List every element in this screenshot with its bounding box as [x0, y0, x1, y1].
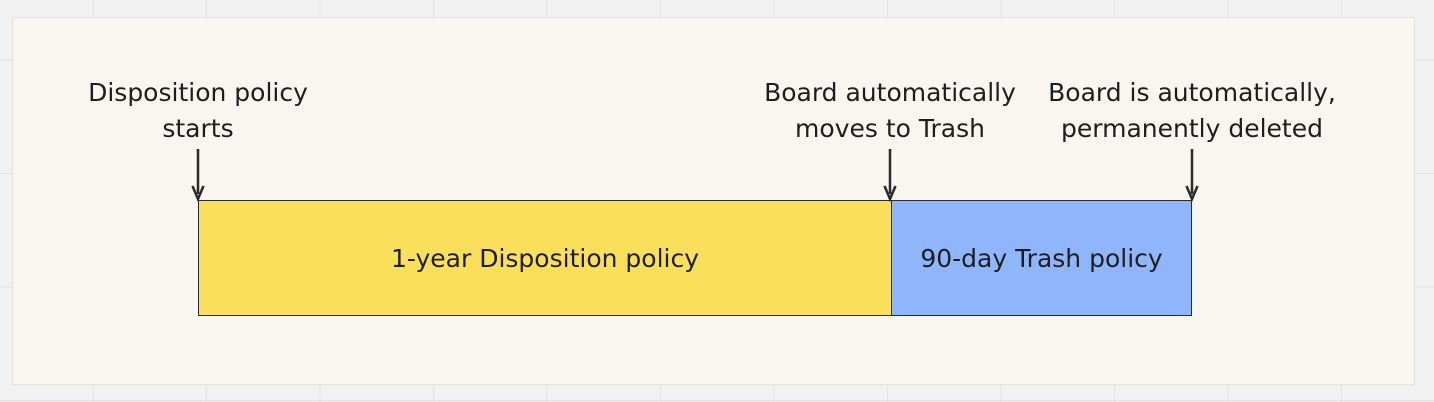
- segment-label: 1-year Disposition policy: [391, 243, 699, 273]
- marker-label-line: moves to Trash: [795, 114, 985, 143]
- segment-label: 90-day Trash policy: [920, 243, 1163, 273]
- marker-label-line: Disposition policy: [88, 78, 308, 107]
- marker-label-line: Board automatically: [764, 78, 1016, 107]
- marker-label-line: Board is automatically,: [1048, 78, 1336, 107]
- marker-label-line: permanently deleted: [1061, 114, 1323, 143]
- segment-trash-policy: 90-day Trash policy: [891, 200, 1192, 316]
- marker-label-line: starts: [162, 114, 234, 143]
- marker-label-policy-start: Disposition policy starts: [58, 75, 338, 147]
- marker-label-moves-to-trash: Board automatically moves to Trash: [740, 75, 1040, 147]
- segment-disposition-policy: 1-year Disposition policy: [198, 200, 892, 316]
- marker-label-permanently-deleted: Board is automatically, permanently dele…: [1042, 75, 1342, 147]
